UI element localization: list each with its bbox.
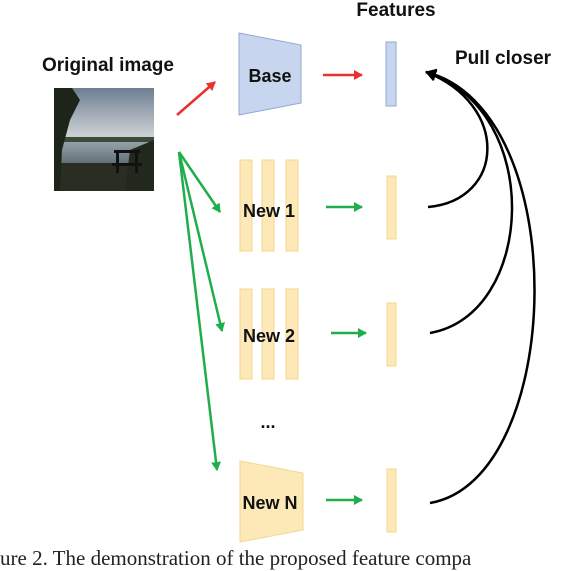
new-n-feature-bar <box>386 468 397 533</box>
figure-caption: ure 2. The demonstration of the proposed… <box>0 546 472 570</box>
new-2-feature-bar <box>386 302 397 367</box>
original-image-label: Original image <box>42 55 174 76</box>
arrow-image-to-new-2 <box>177 151 225 332</box>
new-2-model-label: New 2 <box>243 326 295 346</box>
arrow-image-to-base <box>176 81 216 116</box>
new-1-model-shape <box>239 159 299 252</box>
arrow-image-to-new-1 <box>177 151 222 213</box>
new-n-model-shape <box>239 460 304 543</box>
new-1-model-label: New 1 <box>243 201 295 221</box>
base-feature-bar <box>385 41 397 107</box>
new-n-model-label: New N <box>242 493 297 513</box>
features-label: Features <box>356 0 435 21</box>
base-model-shape <box>238 32 302 116</box>
pull-arrow-new-1 <box>425 70 489 209</box>
ellipsis-label: ... <box>260 412 275 432</box>
original-image-photo <box>54 88 154 191</box>
new-1-feature-bar <box>386 175 397 240</box>
pull-closer-label: Pull closer <box>455 48 552 69</box>
pull-arrow-new-2 <box>425 69 514 335</box>
pull-arrow-new-n <box>425 68 536 505</box>
arrow-image-to-new-n <box>177 151 222 471</box>
new-2-model-shape <box>239 288 299 380</box>
base-model-label: Base <box>248 66 291 86</box>
